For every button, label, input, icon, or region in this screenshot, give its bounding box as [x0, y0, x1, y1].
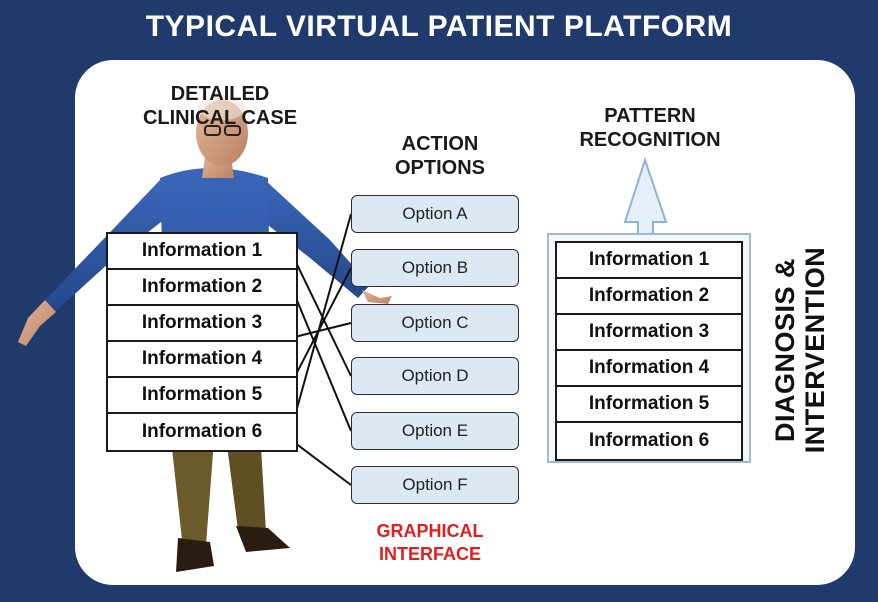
pattern-row-5: Information 5 — [557, 387, 741, 423]
pattern-recognition-line-1: PATTERN — [604, 105, 696, 127]
clinical-information-table: Information 1 Information 2 Information … — [106, 232, 298, 452]
information-row-5: Information 5 — [108, 378, 296, 414]
pattern-row-1: Information 1 — [557, 243, 741, 279]
connector-line-6 — [296, 443, 352, 486]
pattern-row-3: Information 3 — [557, 315, 741, 351]
diagnosis-line-1: DIAGNOSIS & — [770, 257, 800, 443]
pattern-row-4: Information 4 — [557, 351, 741, 387]
connector-line-2 — [296, 300, 352, 432]
clinical-case-line-1: DETAILED — [170, 83, 270, 105]
pattern-recognition-label: PATTERN RECOGNITION — [550, 104, 750, 152]
diagnosis-intervention-label: DIAGNOSIS & INTERVENTION — [770, 200, 830, 500]
pattern-row-6: Information 6 — [588, 430, 710, 451]
up-arrow-icon — [623, 156, 668, 237]
action-options-label: ACTION OPTIONS — [355, 132, 525, 180]
information-row-4: Information 4 — [108, 342, 296, 378]
pattern-information-table: Information 1 Information 2 Information … — [555, 241, 743, 461]
clinical-case-label: DETAILED CLINICAL CASE — [100, 82, 340, 130]
connector-line-3 — [296, 322, 352, 338]
action-options-line-2: OPTIONS — [394, 157, 485, 179]
graphical-interface-line-1: GRAPHICAL — [376, 521, 484, 541]
graphical-interface-line-2: INTERFACE — [378, 544, 481, 564]
connector-line-5 — [296, 213, 352, 409]
option-d[interactable]: Option D — [351, 357, 519, 395]
pattern-row-2: Information 2 — [557, 279, 741, 315]
action-options-line-1: ACTION — [401, 133, 479, 155]
graphical-interface-label: GRAPHICAL INTERFACE — [330, 520, 530, 566]
diagnosis-line-2: INTERVENTION — [800, 246, 830, 454]
option-c[interactable]: Option C — [351, 304, 519, 342]
information-row-6: Information 6 — [141, 421, 263, 442]
clinical-case-line-2: CLINICAL CASE — [142, 107, 298, 129]
option-b[interactable]: Option B — [351, 249, 519, 287]
option-a[interactable]: Option A — [351, 195, 519, 233]
option-e[interactable]: Option E — [351, 412, 519, 450]
option-f[interactable]: Option F — [351, 466, 519, 504]
information-row-2: Information 2 — [108, 270, 296, 306]
information-row-1: Information 1 — [108, 234, 296, 270]
connector-line-4 — [296, 267, 352, 373]
connector-lines — [296, 213, 352, 486]
pattern-recognition-line-2: RECOGNITION — [579, 129, 721, 151]
page-title: TYPICAL VIRTUAL PATIENT PLATFORM — [145, 10, 733, 43]
information-row-3: Information 3 — [108, 306, 296, 342]
